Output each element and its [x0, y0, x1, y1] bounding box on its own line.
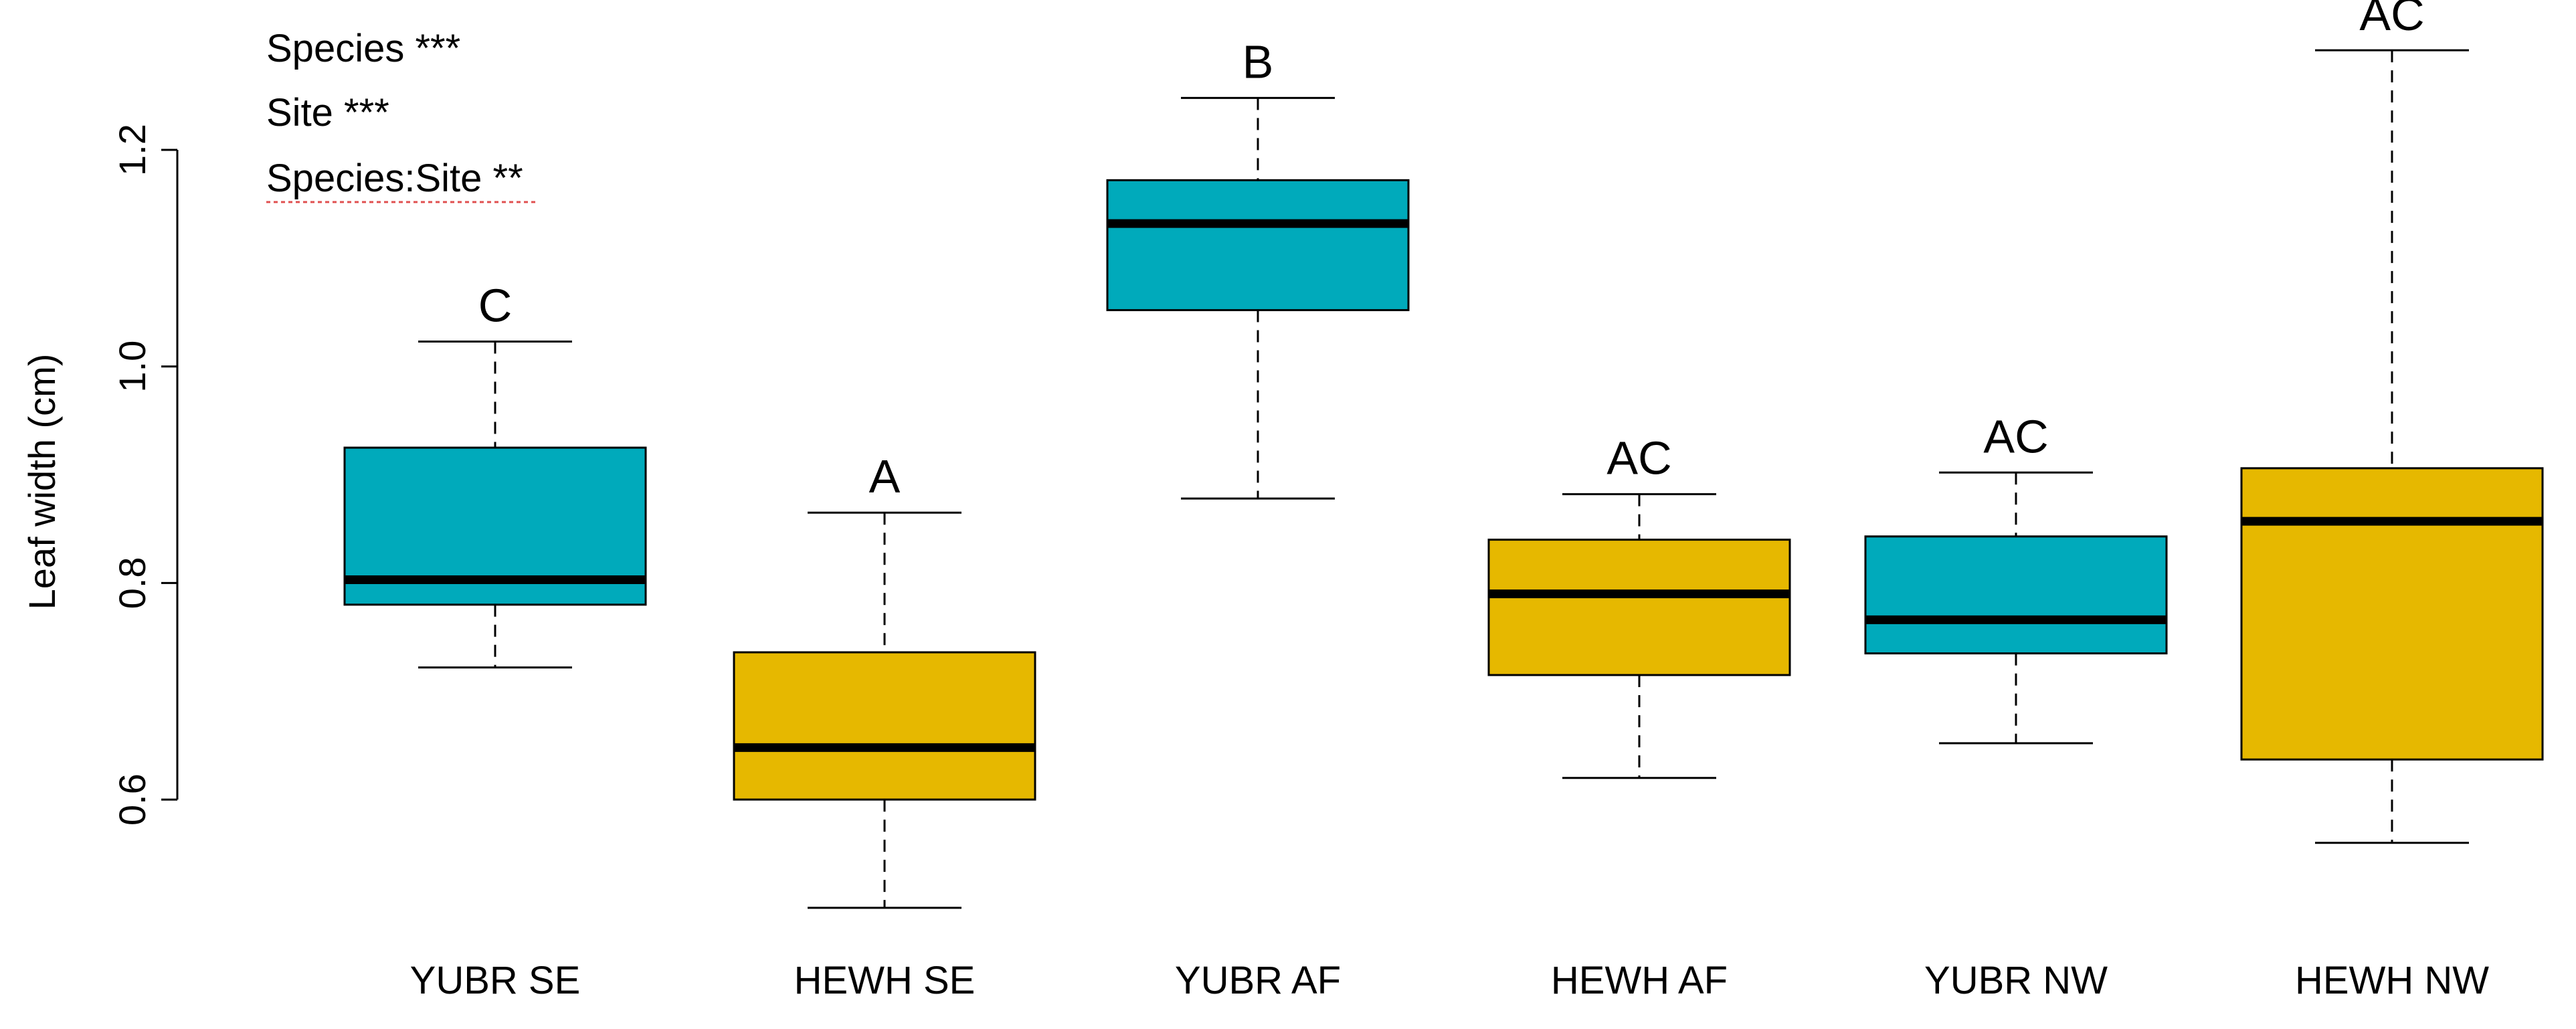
category-label: HEWH AF [1551, 959, 1728, 1002]
y-tick-label: 1.2 [111, 124, 153, 176]
category-label: YUBR NW [1924, 959, 2108, 1002]
box-3: AC [1487, 432, 1791, 779]
annotation-species-site: Species:Site ** [266, 157, 523, 200]
significance-annotations: Species *** Site *** Species:Site ** [266, 27, 535, 203]
iqr-box [733, 651, 1036, 801]
iqr-box [2240, 467, 2544, 761]
annotation-species: Species *** [266, 27, 460, 70]
group-letter: AC [1606, 432, 1671, 484]
group-letter: A [869, 450, 901, 502]
category-labels: YUBR SE HEWH SE YUBR AF HEWH AF YUBR NW HEWH … [410, 959, 2490, 1002]
boxes: C A B AC AC AC [343, 0, 2544, 909]
y-tick-label: 0.8 [111, 557, 153, 609]
box-4: AC [1864, 410, 2168, 745]
y-tick-label: 0.6 [111, 773, 153, 826]
category-label: HEWH NW [2295, 959, 2489, 1002]
iqr-box [1487, 539, 1791, 676]
iqr-box [1864, 535, 2168, 655]
category-label: HEWH SE [794, 959, 976, 1002]
y-axis: 0.6 0.8 1.0 1.2 [111, 124, 179, 826]
box-5: AC [2240, 0, 2544, 844]
category-label: YUBR SE [410, 959, 581, 1002]
y-tick-label: 1.0 [111, 341, 153, 393]
box-1: A [733, 450, 1036, 909]
y-axis-title: Leaf width (cm) [21, 354, 63, 610]
annotation-site: Site *** [266, 91, 389, 134]
box-0: C [343, 279, 647, 669]
group-letter: B [1243, 35, 1274, 88]
category-label: YUBR AF [1175, 959, 1341, 1002]
group-letter: AC [1983, 410, 2048, 462]
group-letter: AC [2359, 0, 2424, 40]
group-letter: C [478, 279, 513, 331]
iqr-box [1106, 179, 1410, 312]
box-2: B [1106, 35, 1410, 500]
